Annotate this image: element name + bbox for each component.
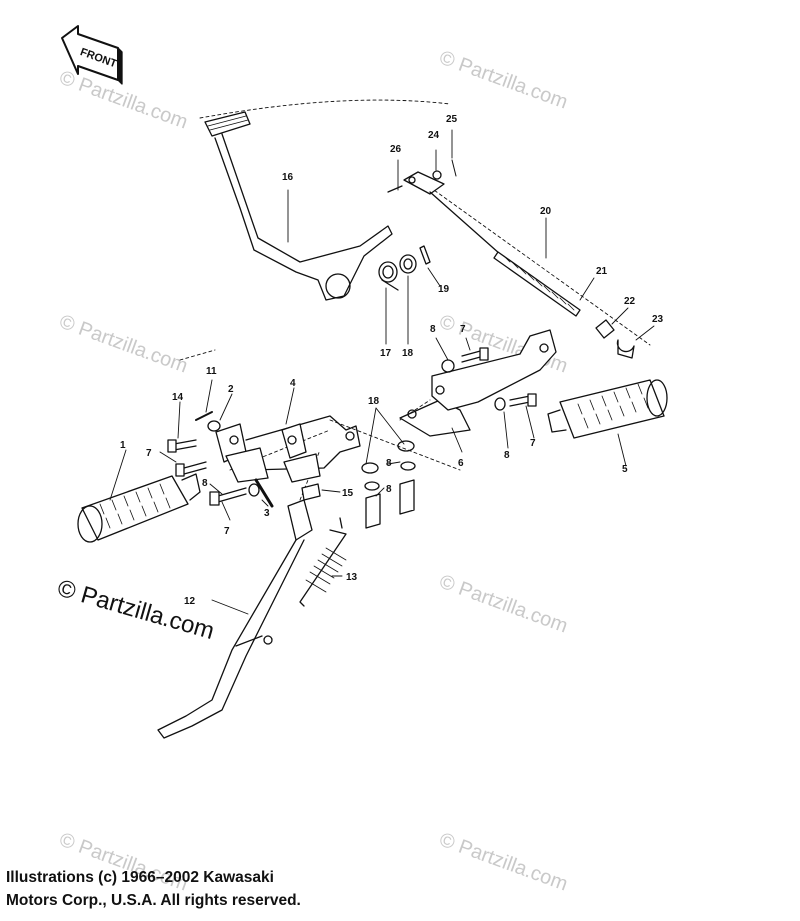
pedal-washer (399, 254, 417, 274)
callouts: 16 26 24 25 20 21 22 23 19 17 18 8 7 11 … (120, 114, 664, 607)
brake-rod (387, 159, 635, 359)
left-footpeg (77, 473, 201, 543)
callout-5: 5 (622, 464, 628, 475)
leader-lines (109, 129, 655, 615)
callout-2: 2 (228, 384, 234, 395)
copyright-line-1: Illustrations (c) 1966–2002 Kawasaki (6, 869, 274, 886)
cotter-pin (419, 245, 431, 265)
callout-21: 21 (596, 266, 608, 277)
stand-spring (299, 517, 347, 607)
callout-3: 3 (264, 508, 270, 519)
callout-14: 14 (172, 392, 184, 403)
callout-7-upper: 7 (460, 324, 466, 335)
callout-22: 22 (624, 296, 636, 307)
callout-8-upper: 8 (430, 324, 436, 335)
callout-16: 16 (282, 172, 294, 183)
callout-4: 4 (290, 378, 296, 389)
callout-17: 17 (380, 348, 392, 359)
callout-20: 20 (540, 206, 552, 217)
front-arrow-icon: FRONT (61, 25, 123, 85)
callout-8-left: 8 (202, 478, 208, 489)
left-hardware (167, 411, 321, 508)
copyright-notice: Illustrations (c) 1966–2002 Kawasaki Mot… (6, 866, 301, 912)
callout-26: 26 (390, 144, 402, 155)
side-stand (157, 499, 313, 739)
callout-18-upper: 18 (402, 348, 414, 359)
reference-lines (179, 99, 651, 501)
callout-23: 23 (652, 314, 664, 325)
callout-7-bottom: 7 (224, 526, 230, 537)
callout-25: 25 (446, 114, 458, 125)
left-footrest-bracket (215, 415, 361, 483)
callout-8-right: 8 (504, 450, 510, 461)
callout-13: 13 (346, 572, 358, 583)
copyright-line-2: Motors Corp., U.S.A. All rights reserved… (6, 892, 301, 909)
right-hardware (361, 347, 537, 529)
callout-8-mid-lower: 8 (386, 484, 392, 495)
callout-18-lower: 18 (368, 396, 380, 407)
callout-12: 12 (184, 596, 196, 607)
right-footpeg (547, 379, 668, 439)
callout-7-right: 7 (530, 438, 536, 449)
callout-11: 11 (206, 366, 217, 377)
pedal-spring (378, 261, 399, 291)
callout-24: 24 (428, 130, 440, 141)
callout-6: 6 (458, 458, 464, 469)
callout-19: 19 (438, 284, 450, 295)
callout-15: 15 (342, 488, 354, 499)
right-footrest-bracket (399, 329, 557, 437)
callout-8-mid: 8 (386, 458, 392, 469)
callout-1: 1 (120, 440, 126, 451)
callout-7-left: 7 (146, 448, 152, 459)
brake-pedal (204, 111, 393, 301)
